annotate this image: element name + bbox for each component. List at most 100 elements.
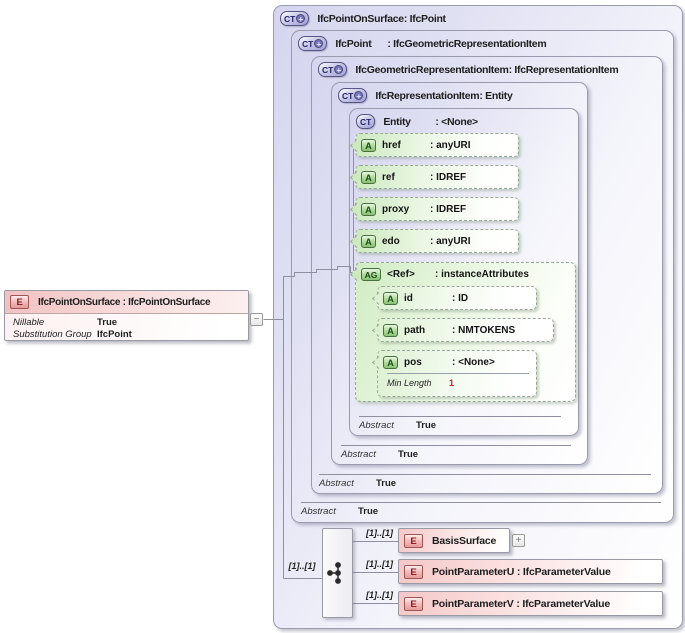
- abstract-value: True: [416, 420, 437, 431]
- complextype-expand-badge[interactable]: CT+: [318, 62, 348, 77]
- abstract-label: Abstract: [319, 478, 354, 489]
- attribute-badge: A: [383, 291, 398, 305]
- type-name: Entity: [383, 115, 411, 128]
- attribute-type: : IDREF: [430, 171, 467, 183]
- element-badge: E: [404, 564, 423, 579]
- abstract-row-ifcrepresentationitem: Abstract True: [341, 445, 571, 460]
- type-name: IfcGeometricRepresentationItem: [355, 63, 509, 76]
- element-label: PointParameterV : IfcParameterValue: [432, 597, 611, 610]
- property-label: Substitution Group: [13, 329, 92, 340]
- cardinality-label-pointparameteru: [1]..[1]: [366, 559, 393, 569]
- complextype-expand-badge[interactable]: CT+: [338, 88, 368, 103]
- abstract-label: Abstract: [341, 449, 376, 460]
- ct-badge-label: CT: [342, 90, 354, 101]
- attribute-type: : IDREF: [430, 203, 467, 215]
- property-row-substitution-group: Substitution Group IfcPoint: [13, 329, 248, 341]
- element-badge: E: [404, 533, 423, 548]
- abstract-label: Abstract: [301, 506, 336, 517]
- type-name: IfcPointOnSurface: [317, 12, 404, 25]
- collapse-toggle-element[interactable]: −: [250, 313, 263, 326]
- element-properties: Nillable True Substitution Group IfcPoin…: [5, 314, 248, 341]
- sequence-icon: [327, 562, 341, 584]
- element-header: E IfcPointOnSurface : IfcPointOnSurface: [5, 291, 248, 314]
- attribute-type: : NMTOKENS: [452, 324, 516, 336]
- cardinality-label-sequence: [1]..[1]: [288, 561, 316, 571]
- abstract-label: Abstract: [359, 420, 394, 431]
- attribute-name: ref: [382, 171, 395, 183]
- ct-badge-label: CT: [284, 13, 296, 24]
- type-base: : Entity: [479, 89, 513, 102]
- facet-row-min-length: Min Length 1: [387, 373, 529, 388]
- attribute-badge: A: [383, 323, 398, 337]
- attribute-badge: A: [361, 138, 376, 152]
- type-base: : <None>: [435, 115, 478, 128]
- attribute-badge: A: [361, 170, 376, 184]
- plus-icon: +: [296, 14, 306, 23]
- type-base: : IfcGeometricRepresentationItem: [387, 37, 547, 50]
- element-box-pointparameterv[interactable]: E PointParameterV : IfcParameterValue: [398, 591, 663, 616]
- type-base: : IfcPoint: [403, 12, 446, 25]
- ct-badge-label: CT: [322, 64, 334, 75]
- abstract-value: True: [376, 478, 397, 489]
- complextype-expand-badge[interactable]: CT+: [280, 11, 310, 26]
- element-box-ifcpointonsurface[interactable]: E IfcPointOnSurface : IfcPointOnSurface …: [4, 290, 249, 341]
- attribute-group-name: <Ref>: [387, 268, 415, 280]
- complextype-badge[interactable]: CT: [356, 114, 376, 129]
- plus-icon: +: [354, 91, 364, 100]
- attribute-group-type: : instanceAttributes: [435, 268, 529, 280]
- abstract-row-ifcpoint: Abstract True: [301, 502, 661, 517]
- facet-value: 1: [449, 378, 455, 388]
- element-label: PointParameterU : IfcParameterValue: [432, 565, 611, 578]
- expand-toggle-basissurface[interactable]: +: [512, 534, 525, 547]
- element-box-basissurface[interactable]: E BasisSurface: [398, 528, 510, 553]
- element-badge: E: [404, 596, 423, 611]
- attribute-name: pos: [404, 356, 422, 368]
- facet-label: Min Length: [387, 378, 432, 388]
- attribute-badge: A: [361, 234, 376, 248]
- attribute-badge: A: [361, 202, 376, 216]
- property-value: IfcPoint: [97, 329, 132, 340]
- attribute-name: edo: [382, 235, 400, 247]
- complextype-header: CT Entity : <None>: [356, 114, 478, 129]
- attribute-group-badge: AG: [361, 267, 381, 281]
- property-row-nillable: Nillable True: [13, 317, 248, 329]
- complextype-expand-badge[interactable]: CT+: [298, 36, 328, 51]
- attribute-type: : ID: [452, 292, 469, 304]
- complextype-header: CT+ IfcGeometricRepresentationItem: IfcR…: [318, 62, 619, 77]
- attribute-name: href: [382, 139, 401, 151]
- attribute-name: path: [404, 324, 426, 336]
- property-value: True: [97, 317, 118, 328]
- attribute-type: : anyURI: [430, 235, 471, 247]
- type-name: IfcRepresentationItem: [375, 89, 480, 102]
- element-badge: E: [10, 295, 29, 309]
- abstract-row-entity: Abstract True: [359, 416, 561, 431]
- element-label: BasisSurface: [432, 534, 497, 547]
- complextype-header: CT+ IfcPoint : IfcGeometricRepresentation…: [298, 36, 547, 51]
- plus-icon: +: [334, 65, 344, 74]
- attribute-type: : <None>: [452, 356, 495, 368]
- abstract-value: True: [398, 449, 419, 460]
- element-title: IfcPointOnSurface : IfcPointOnSurface: [38, 296, 211, 308]
- cardinality-label-pointparameterv: [1]..[1]: [366, 590, 393, 600]
- type-base: : IfcRepresentationItem: [508, 63, 619, 76]
- attribute-name: proxy: [382, 203, 410, 215]
- property-label: Nillable: [13, 317, 45, 328]
- attribute-type: : anyURI: [430, 139, 471, 151]
- attribute-name: id: [404, 292, 413, 304]
- ct-badge-label: CT: [302, 38, 314, 49]
- element-box-pointparameteru[interactable]: E PointParameterU : IfcParameterValue: [398, 559, 663, 584]
- type-name: IfcPoint: [335, 37, 372, 50]
- sequence-compositor[interactable]: [322, 528, 353, 618]
- ct-badge-label: CT: [360, 116, 372, 127]
- attribute-badge: A: [383, 355, 398, 369]
- abstract-row-ifcgeometricrepresentationitem: Abstract True: [319, 474, 651, 489]
- plus-icon: +: [314, 39, 324, 48]
- cardinality-label-basissurface: [1]..[1]: [366, 528, 393, 538]
